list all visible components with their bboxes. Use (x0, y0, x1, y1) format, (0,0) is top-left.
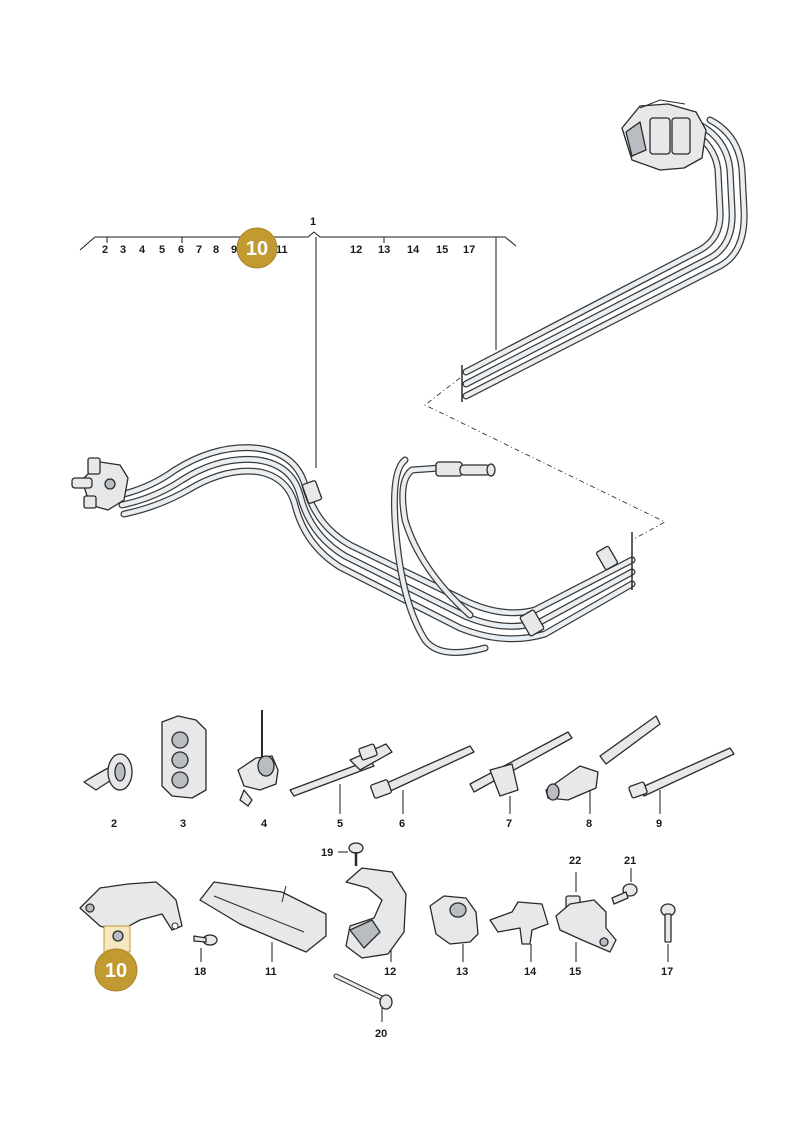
label-20: 20 (375, 1028, 387, 1040)
assembly-bracket: 1 2 3 4 5 6 7 8 9 11 12 13 14 15 17 10 (79, 216, 517, 468)
part-5-cable-tie-clip[interactable]: 5 (289, 743, 393, 830)
lower-hose-bundle (71, 444, 636, 656)
label-8: 8 (586, 818, 592, 830)
part-19-screw[interactable]: 19 (321, 842, 364, 866)
part-6-cable-tie[interactable]: 6 (370, 745, 475, 830)
highlight-badge-top[interactable]: 10 (236, 227, 278, 269)
sub-label-6: 6 (178, 244, 184, 256)
part-20-long-bolt[interactable]: 20 (333, 973, 393, 1040)
sub-label-8: 8 (213, 244, 219, 256)
part-13-clip[interactable]: 13 (429, 895, 479, 978)
sub-label-9: 9 (231, 244, 237, 256)
part-3-hose-holder[interactable]: 3 (161, 715, 207, 830)
label-2: 2 (111, 818, 117, 830)
highlight-badge-bottom[interactable]: 10 (94, 948, 138, 992)
sub-label-12: 12 (350, 244, 362, 256)
sub-label-14: 14 (407, 244, 420, 256)
sub-label-2: 2 (102, 244, 108, 256)
part-2-tape-roll[interactable]: 2 (83, 753, 133, 830)
part-12-curved-cover[interactable]: 12 (345, 867, 407, 978)
label-7: 7 (506, 818, 512, 830)
part-11-guide-channel[interactable]: 11 (199, 881, 327, 978)
label-9: 9 (656, 818, 662, 830)
part-22-nut[interactable]: 22 (565, 855, 581, 911)
part-9-cable-tie[interactable]: 9 (628, 747, 735, 830)
part-18-screw[interactable]: 18 (193, 934, 218, 978)
label-6: 6 (399, 818, 405, 830)
inline-connector (435, 461, 496, 477)
hose-harness (71, 99, 748, 656)
assembly-label-1: 1 (310, 216, 316, 228)
label-17: 17 (661, 966, 673, 978)
label-21: 21 (624, 855, 636, 867)
sub-label-13: 13 (378, 244, 390, 256)
label-5: 5 (337, 818, 343, 830)
left-connector-block (71, 457, 129, 511)
sub-label-11: 11 (276, 244, 288, 256)
part-4-clip-holder[interactable]: 4 (237, 710, 279, 830)
upper-hose-bundle (461, 99, 748, 402)
sub-label-5: 5 (159, 244, 165, 256)
part-21-screw[interactable]: 21 (611, 855, 638, 905)
label-12: 12 (384, 966, 396, 978)
label-19: 19 (321, 847, 333, 859)
sub-label-15: 15 (436, 244, 448, 256)
part-14-bracket[interactable]: 14 (489, 901, 549, 978)
label-15: 15 (569, 966, 581, 978)
part-17-bolt[interactable]: 17 (660, 903, 676, 978)
label-4: 4 (261, 818, 268, 830)
label-14: 14 (524, 966, 537, 978)
part-7-cable-tie-mount[interactable]: 7 (469, 731, 573, 830)
label-18: 18 (194, 966, 206, 978)
label-3: 3 (180, 818, 186, 830)
part-15-mount-bracket[interactable]: 15 (555, 899, 617, 978)
assembly-sub-labels: 2 3 4 5 6 7 8 9 11 12 13 14 15 17 (102, 244, 475, 256)
highlight-number-bottom: 10 (105, 960, 127, 982)
upper-connector-block (621, 99, 707, 171)
label-13: 13 (456, 966, 468, 978)
highlight-number-top: 10 (246, 238, 268, 260)
part-8-clip-tie[interactable]: 8 (545, 715, 661, 830)
sub-label-17: 17 (463, 244, 475, 256)
label-11: 11 (265, 966, 277, 978)
part-10-bracket[interactable] (79, 881, 183, 953)
sub-label-7: 7 (196, 244, 202, 256)
sub-label-4: 4 (139, 244, 146, 256)
sub-label-3: 3 (120, 244, 126, 256)
label-22: 22 (569, 855, 581, 867)
